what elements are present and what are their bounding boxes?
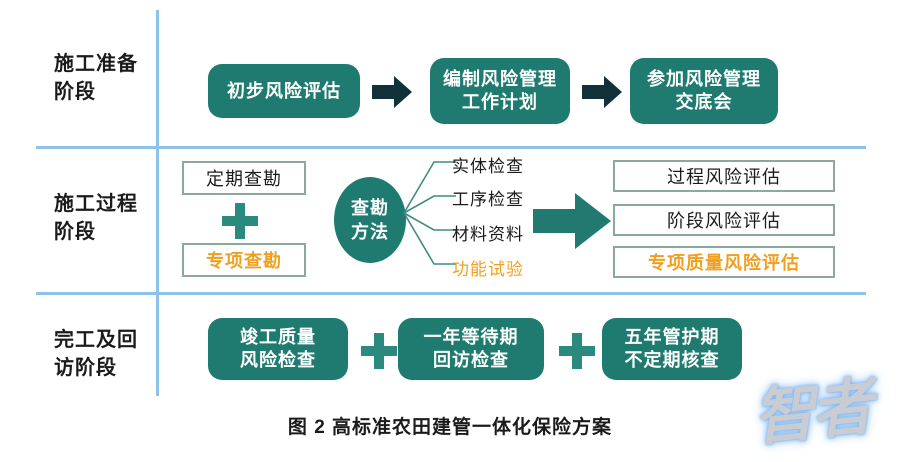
row3-step-3[interactable]: 五年管护期 不定期核查 xyxy=(602,318,742,380)
survey-method-circle[interactable]: 查勘 方法 xyxy=(334,177,406,263)
row3-step-1-line2: 风险检查 xyxy=(240,350,316,370)
survey-method-line2: 方法 xyxy=(351,222,389,242)
branch-label-process-inspection: 工序检查 xyxy=(452,190,524,209)
row3-step-2-label: 一年等待期 回访检查 xyxy=(424,326,519,372)
row1-step-3-line1: 参加风险管理 xyxy=(647,69,761,89)
plus-icon xyxy=(358,330,400,372)
row3-step-3-line2: 不定期核查 xyxy=(624,350,720,370)
row1-step-3-label: 参加风险管理 交底会 xyxy=(647,68,761,114)
figure-caption: 图 2 高标准农田建管一体化保险方案 xyxy=(287,417,613,438)
row1-step-2[interactable]: 编制风险管理 工作计划 xyxy=(430,58,570,124)
branch-label-entity-inspection: 实体检查 xyxy=(452,157,524,176)
row2-right-box-process-risk[interactable]: 过程风险评估 xyxy=(613,160,835,192)
row2-right-box-3-label: 专项质量风险评估 xyxy=(648,253,800,273)
watermark: 智者 xyxy=(749,369,873,455)
row1-step-3-line2: 交底会 xyxy=(675,92,733,112)
horizontal-divider-2 xyxy=(36,292,866,295)
branch-label-material-records: 材料资料 xyxy=(452,225,524,244)
row2-left-box-2-label: 专项查勘 xyxy=(206,251,282,271)
row2-left-box-special-survey[interactable]: 专项查勘 xyxy=(182,243,306,277)
row2-left-box-regular-survey[interactable]: 定期查勘 xyxy=(182,161,306,195)
row3-step-2-line1: 一年等待期 xyxy=(423,327,519,347)
row1-step-3[interactable]: 参加风险管理 交底会 xyxy=(630,58,778,124)
row1-step-1[interactable]: 初步风险评估 xyxy=(208,64,360,118)
row3-step-1-line1: 竣工质量 xyxy=(240,327,316,347)
stage-label-construction-process: 施工过程阶段 xyxy=(54,193,138,243)
row2-right-box-special-quality-risk[interactable]: 专项质量风险评估 xyxy=(613,246,835,278)
row3-step-2-line2: 回访检查 xyxy=(433,350,509,370)
row1-step-2-line2: 工作计划 xyxy=(462,92,538,112)
plus-icon xyxy=(219,200,261,242)
stage-label-construction-prep: 施工准备阶段 xyxy=(54,53,138,103)
row2-right-box-2-label: 阶段风险评估 xyxy=(667,211,781,231)
arrow-right-icon xyxy=(370,72,414,112)
vertical-divider xyxy=(156,10,159,396)
row2-right-box-1-label: 过程风险评估 xyxy=(667,167,781,187)
branch-connector-lines xyxy=(400,150,460,280)
row2-right-box-stage-risk[interactable]: 阶段风险评估 xyxy=(613,204,835,236)
survey-method-line1: 查勘 xyxy=(351,198,389,218)
row1-step-2-label: 编制风险管理 工作计划 xyxy=(443,68,557,114)
branch-label-functional-test: 功能试验 xyxy=(452,260,524,279)
stage-label-completion-revisit: 完工及回访阶段 xyxy=(54,329,138,379)
plus-icon xyxy=(556,330,598,372)
row3-step-2[interactable]: 一年等待期 回访检查 xyxy=(398,318,544,380)
arrow-right-icon xyxy=(580,72,624,112)
row3-step-3-line1: 五年管护期 xyxy=(624,327,720,347)
survey-method-label: 查勘 方法 xyxy=(351,196,389,244)
row3-step-1[interactable]: 竣工质量 风险检查 xyxy=(208,318,348,380)
row3-step-3-label: 五年管护期 不定期核查 xyxy=(625,326,720,372)
row2-left-box-1-label: 定期查勘 xyxy=(206,169,282,189)
row1-step-2-line1: 编制风险管理 xyxy=(443,69,557,89)
horizontal-divider-1 xyxy=(36,146,866,149)
row1-step-1-label: 初步风险评估 xyxy=(227,80,341,101)
row3-step-1-label: 竣工质量 风险检查 xyxy=(240,326,316,372)
block-arrow-right-icon xyxy=(531,190,613,252)
